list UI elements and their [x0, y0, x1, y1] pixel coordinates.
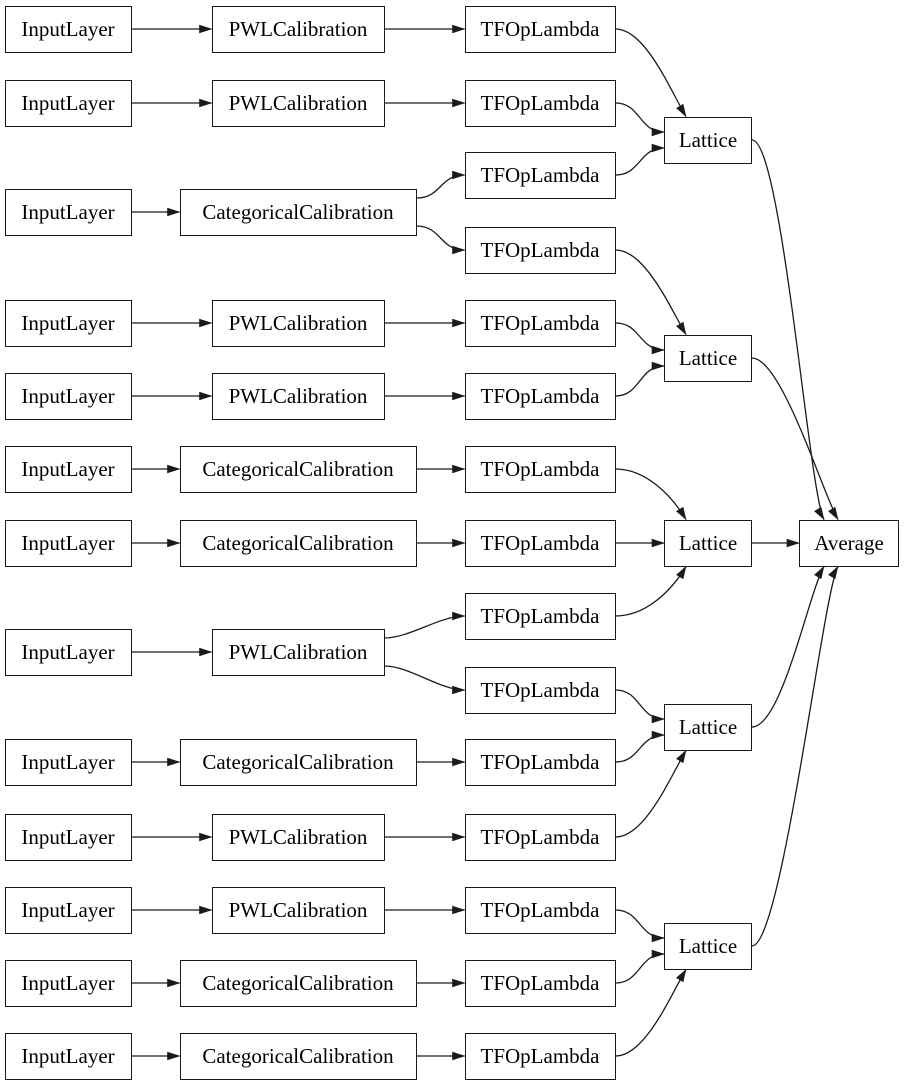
node-lattice: Lattice	[664, 116, 752, 164]
node-pwlcalibration: PWLCalibration	[211, 813, 385, 861]
node-pwlcalibration: PWLCalibration	[211, 886, 385, 934]
node-tfoplambda: TFOpLambda	[464, 813, 616, 861]
node-inputlayer: InputLayer	[4, 813, 132, 861]
node-lattice: Lattice	[664, 334, 752, 382]
node-pwlcalibration: PWLCalibration	[211, 299, 385, 347]
node-tfoplambda: TFOpLambda	[464, 886, 616, 934]
node-inputlayer: InputLayer	[4, 628, 132, 676]
node-tfoplambda: TFOpLambda	[464, 445, 616, 493]
node-inputlayer: InputLayer	[4, 959, 132, 1007]
node-tfoplambda: TFOpLambda	[464, 738, 616, 786]
node-lattice: Lattice	[664, 519, 752, 567]
node-inputlayer: InputLayer	[4, 445, 132, 493]
node-pwlcalibration: PWLCalibration	[211, 628, 385, 676]
edge-calib_2-to-tfop_2	[416, 170, 466, 199]
node-tfoplambda: TFOpLambda	[464, 5, 616, 53]
edge-tfop_14-to-lattice_4	[615, 968, 687, 1057]
node-lattice: Lattice	[664, 922, 752, 970]
node-categoricalcalibration: CategoricalCalibration	[179, 188, 417, 236]
node-pwlcalibration: PWLCalibration	[211, 372, 385, 420]
node-inputlayer: InputLayer	[4, 299, 132, 347]
node-lattice: Lattice	[664, 703, 752, 751]
edge-tfop_1-to-lattice_0	[615, 102, 665, 137]
node-average: Average	[799, 519, 899, 567]
edge-calib_7-to-tfop_9	[384, 665, 466, 695]
node-inputlayer: InputLayer	[4, 1032, 132, 1080]
node-tfoplambda: TFOpLambda	[464, 226, 616, 274]
edge-tfop_11-to-lattice_3	[615, 749, 687, 838]
edge-lattice_1-to-average	[751, 357, 839, 521]
node-tfoplambda: TFOpLambda	[464, 299, 616, 347]
node-inputlayer: InputLayer	[4, 372, 132, 420]
edge-lattice_4-to-average	[751, 565, 839, 947]
node-categoricalcalibration: CategoricalCalibration	[179, 1032, 417, 1080]
node-categoricalcalibration: CategoricalCalibration	[179, 445, 417, 493]
node-inputlayer: InputLayer	[4, 519, 132, 567]
node-tfoplambda: TFOpLambda	[464, 151, 616, 199]
node-tfoplambda: TFOpLambda	[464, 666, 616, 714]
node-tfoplambda: TFOpLambda	[464, 1032, 616, 1080]
node-categoricalcalibration: CategoricalCalibration	[179, 959, 417, 1007]
node-categoricalcalibration: CategoricalCalibration	[179, 519, 417, 567]
edge-tfop_2-to-lattice_0	[615, 143, 665, 176]
node-inputlayer: InputLayer	[4, 5, 132, 53]
edge-tfop_5-to-lattice_1	[615, 361, 665, 397]
edge-calib_2-to-tfop_3	[416, 225, 466, 255]
edge-calib_7-to-tfop_8	[384, 611, 466, 639]
edge-tfop_4-to-lattice_1	[615, 322, 665, 355]
node-inputlayer: InputLayer	[4, 188, 132, 236]
edge-tfop_6-to-lattice_2	[615, 468, 687, 521]
node-pwlcalibration: PWLCalibration	[211, 79, 385, 127]
edge-tfop_3-to-lattice_1	[615, 249, 687, 336]
node-inputlayer: InputLayer	[4, 738, 132, 786]
edge-tfop_10-to-lattice_3	[615, 730, 665, 763]
node-inputlayer: InputLayer	[4, 886, 132, 934]
edge-lattice_0-to-average	[751, 139, 825, 521]
edge-tfop_12-to-lattice_4	[615, 909, 665, 943]
edge-tfop_9-to-lattice_3	[615, 689, 665, 724]
node-tfoplambda: TFOpLambda	[464, 592, 616, 640]
edge-tfop_8-to-lattice_2	[615, 565, 687, 617]
node-inputlayer: InputLayer	[4, 79, 132, 127]
edge-tfop_0-to-lattice_0	[615, 28, 687, 118]
node-categoricalcalibration: CategoricalCalibration	[179, 738, 417, 786]
node-tfoplambda: TFOpLambda	[464, 959, 616, 1007]
node-tfoplambda: TFOpLambda	[464, 372, 616, 420]
node-tfoplambda: TFOpLambda	[464, 519, 616, 567]
edge-tfop_13-to-lattice_4	[615, 949, 665, 984]
edge-lattice_3-to-average	[751, 565, 825, 728]
node-tfoplambda: TFOpLambda	[464, 79, 616, 127]
node-pwlcalibration: PWLCalibration	[211, 5, 385, 53]
